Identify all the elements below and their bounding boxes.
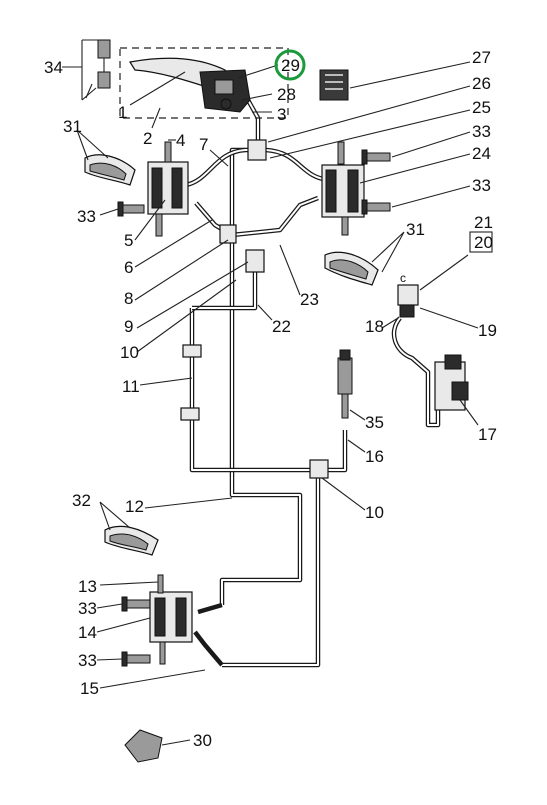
rear-master-cylinder-17 (434, 354, 469, 411)
callout-27: 27 (472, 48, 491, 67)
frame-clips-11 (180, 344, 202, 421)
callout-2: 2 (143, 129, 152, 148)
callout-12: 12 (125, 497, 144, 516)
callout-33-right: 33 (472, 176, 491, 195)
callout-13: 13 (78, 577, 97, 596)
brake-hose-network (185, 98, 441, 668)
callout-3: 3 (277, 105, 286, 124)
callout-11: 11 (122, 377, 140, 396)
callout-31-left: 31 (63, 117, 82, 136)
highlight-circle (274, 49, 306, 81)
callout-28: 28 (277, 85, 296, 104)
callout-33-rear-bottom: 33 (78, 651, 97, 670)
callout-18: 18 (365, 317, 384, 336)
callout-31-right: 31 (406, 220, 425, 239)
leader-lines (62, 39, 479, 746)
callout-26: 26 (472, 74, 491, 93)
callout-10-top: 10 (120, 343, 139, 362)
brake-switch-34 (85, 39, 111, 99)
callout-9: 9 (124, 317, 133, 336)
callout-33-left: 33 (77, 207, 96, 226)
brake-lever-assembly (119, 47, 289, 119)
front-left-brake-pads (84, 154, 136, 186)
callout-4: 4 (176, 131, 185, 150)
callout-6: 6 (124, 258, 133, 277)
callout-35: 35 (365, 413, 384, 432)
callout-letter-c: c (400, 271, 406, 285)
part-27-block (319, 69, 349, 101)
callout-labels: 34 1 2 29 28 3 27 26 25 33 24 33 31 4 7 … (44, 48, 497, 750)
front-right-caliper (321, 141, 365, 236)
callout-33-rear-top: 33 (78, 599, 97, 618)
callout-16: 16 (365, 447, 384, 466)
brake-light-switch-35 (337, 349, 353, 419)
front-right-brake-pads (324, 251, 379, 286)
callout-29: 29 (281, 56, 300, 75)
part-30-bracket (124, 729, 163, 763)
callout-34: 34 (44, 58, 63, 77)
callout-10-bottom: 10 (365, 503, 384, 522)
hose-fittings (219, 139, 329, 479)
callout-23: 23 (300, 290, 319, 309)
callout-20: 20 (474, 233, 493, 252)
callout-17: 17 (478, 425, 497, 444)
callout-1: 1 (118, 103, 127, 122)
front-left-caliper (147, 141, 189, 237)
callout-21: 21 (474, 213, 493, 232)
rear-brake-pads (104, 525, 159, 556)
reservoir-19 (397, 284, 419, 318)
callout-33-top-right: 33 (472, 122, 491, 141)
callout-15: 15 (80, 679, 99, 698)
callout-24: 24 (472, 144, 491, 163)
callout-8: 8 (124, 289, 133, 308)
callout-30: 30 (193, 731, 212, 750)
rear-caliper (149, 574, 193, 665)
callout-5: 5 (124, 231, 133, 250)
callout-32: 32 (72, 491, 91, 510)
callout-20-box (469, 231, 493, 253)
callout-25: 25 (472, 98, 491, 117)
callout-7: 7 (199, 135, 208, 154)
callout-22: 22 (272, 317, 291, 336)
callout-14: 14 (78, 623, 97, 642)
callout-19: 19 (478, 321, 497, 340)
